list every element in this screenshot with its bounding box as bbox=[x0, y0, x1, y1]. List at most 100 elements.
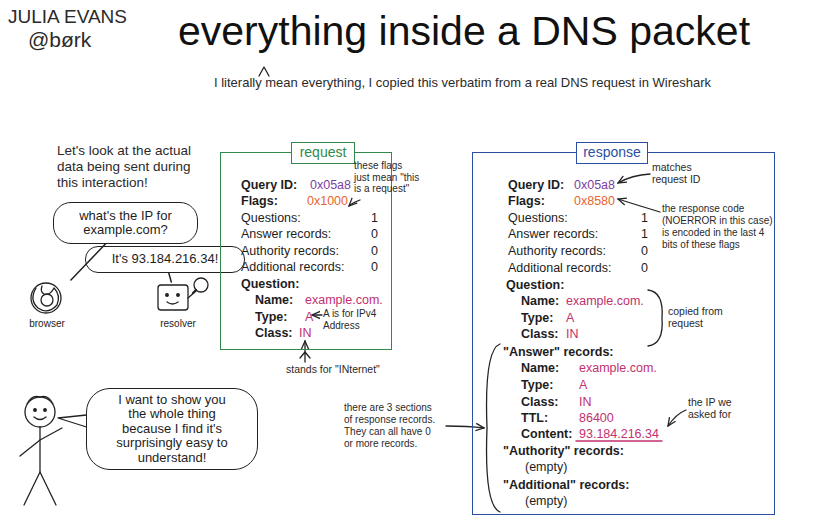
count-value: 0 bbox=[371, 244, 378, 258]
field-label: Class: bbox=[255, 326, 293, 340]
stick-figure-smile bbox=[34, 417, 46, 420]
annotation: A is for IPv4 Address bbox=[323, 308, 383, 331]
stick-figure-body bbox=[39, 427, 40, 472]
author-name: JULIA EVANS bbox=[8, 5, 127, 28]
field-value: 93.184.216.34 bbox=[579, 427, 659, 441]
field-label: "Authority" records: bbox=[503, 444, 624, 458]
annotation: the response code (NOERROR in this case)… bbox=[662, 203, 778, 251]
stick-figure-arms bbox=[20, 428, 62, 456]
resolver-actor: resolver bbox=[148, 282, 208, 330]
field-value: example.com. bbox=[579, 361, 657, 375]
box-heading: request bbox=[291, 142, 355, 164]
field-label: "Answer" records: bbox=[503, 345, 614, 359]
resolver-eye bbox=[177, 294, 180, 297]
bubble-text: I want to show you the whole thing becau… bbox=[113, 393, 231, 466]
field-label: Questions: bbox=[241, 211, 301, 225]
speech-bubble: I want to show you the whole thing becau… bbox=[86, 388, 258, 470]
bubble-tail bbox=[169, 273, 172, 282]
field-label: Questions: bbox=[508, 211, 568, 225]
magnifier-glass bbox=[194, 278, 208, 292]
field-value: IN bbox=[566, 327, 579, 341]
field-label: Authority records: bbox=[508, 244, 606, 258]
field-label: Class: bbox=[521, 327, 559, 341]
field-value: 0x1000 bbox=[307, 194, 348, 208]
field-label: TTL: bbox=[521, 411, 548, 425]
browser-actor: browser bbox=[20, 280, 74, 330]
field-label: "Additional" records: bbox=[503, 478, 629, 492]
field-label: (empty) bbox=[525, 494, 567, 508]
annotation: the IP we asked for bbox=[688, 396, 748, 420]
insert-caret bbox=[259, 67, 269, 76]
count-value: 0 bbox=[641, 261, 648, 275]
field-label: Type: bbox=[521, 378, 553, 392]
field-label: Name: bbox=[255, 293, 293, 307]
stick-figure-eye bbox=[34, 409, 37, 412]
browser-icon-globe bbox=[41, 294, 53, 306]
author-handle: @børk bbox=[28, 27, 91, 52]
field-label: Additional records: bbox=[508, 261, 612, 275]
field-label: Content: bbox=[521, 427, 572, 441]
resolver-icon bbox=[158, 285, 188, 310]
field-value: 0x05a8 bbox=[574, 178, 615, 192]
field-value: IN bbox=[579, 395, 592, 409]
count-value: 0 bbox=[371, 260, 378, 274]
actor-label: resolver bbox=[160, 318, 196, 330]
leader-arrow bbox=[618, 174, 650, 183]
speech-bubble: what's the IP for example.com? bbox=[53, 202, 198, 244]
leader-arrow bbox=[446, 426, 484, 428]
field-label: Name: bbox=[521, 294, 559, 308]
stick-figure-head bbox=[25, 397, 55, 427]
annotation: stands for "INternet" bbox=[286, 363, 380, 376]
count-value: 0 bbox=[371, 227, 378, 241]
leader-arrow bbox=[312, 314, 322, 315]
annotation: these flags just mean "this is a request… bbox=[354, 160, 420, 195]
count-value: 1 bbox=[371, 211, 378, 225]
field-label: (empty) bbox=[525, 460, 567, 474]
field-label: Question: bbox=[241, 277, 299, 291]
field-value: 86400 bbox=[579, 411, 614, 425]
stick-figure-eye bbox=[44, 409, 47, 412]
field-label: Query ID: bbox=[508, 178, 564, 192]
field-label: Answer records: bbox=[508, 227, 598, 241]
resolver-eye bbox=[166, 294, 169, 297]
count-value: 1 bbox=[641, 211, 648, 225]
field-label: Type: bbox=[255, 310, 287, 324]
annotation: there are 3 sections of response records… bbox=[344, 402, 440, 450]
field-label: Flags: bbox=[241, 194, 278, 208]
field-value: 0x8580 bbox=[574, 194, 615, 208]
resolver-arm bbox=[188, 291, 196, 298]
field-label: Answer records: bbox=[241, 227, 331, 241]
intro-note: Let's look at the actual data being sent… bbox=[57, 143, 207, 191]
leader-arrow bbox=[349, 200, 360, 206]
bubble-text: It's 93.184.216.34! bbox=[112, 252, 219, 267]
field-value: A bbox=[305, 310, 313, 324]
bubble-text: what's the IP for example.com? bbox=[76, 209, 176, 238]
box-heading: response bbox=[576, 142, 648, 164]
field-label: Authority records: bbox=[241, 244, 339, 258]
stick-figure-hair bbox=[27, 396, 53, 404]
field-label: Additional records: bbox=[241, 260, 345, 274]
leader-tick bbox=[300, 352, 310, 358]
page-title: everything inside a DNS packet bbox=[178, 8, 750, 55]
field-value: example.com. bbox=[566, 294, 644, 308]
field-label: Type: bbox=[521, 311, 553, 325]
field-value: example.com. bbox=[305, 293, 383, 307]
stick-figure-legs bbox=[24, 472, 56, 505]
brace bbox=[487, 344, 500, 512]
field-label: Query ID: bbox=[241, 178, 297, 192]
field-label: Class: bbox=[521, 395, 559, 409]
browser-icon bbox=[31, 283, 61, 313]
speech-bubble: It's 93.184.216.34! bbox=[85, 246, 245, 273]
actor-label: browser bbox=[29, 318, 65, 330]
leader-arrow bbox=[618, 199, 660, 212]
field-value: 0x05a8 bbox=[310, 178, 351, 192]
magnifier-handle bbox=[193, 290, 196, 293]
count-value: 0 bbox=[641, 244, 648, 258]
count-value: 1 bbox=[641, 227, 648, 241]
annotation: copied from request bbox=[668, 305, 730, 329]
leader-arrow bbox=[668, 410, 686, 426]
resolver-smile bbox=[167, 302, 178, 304]
browser-icon-swirl bbox=[33, 286, 59, 311]
bracket bbox=[648, 290, 662, 346]
